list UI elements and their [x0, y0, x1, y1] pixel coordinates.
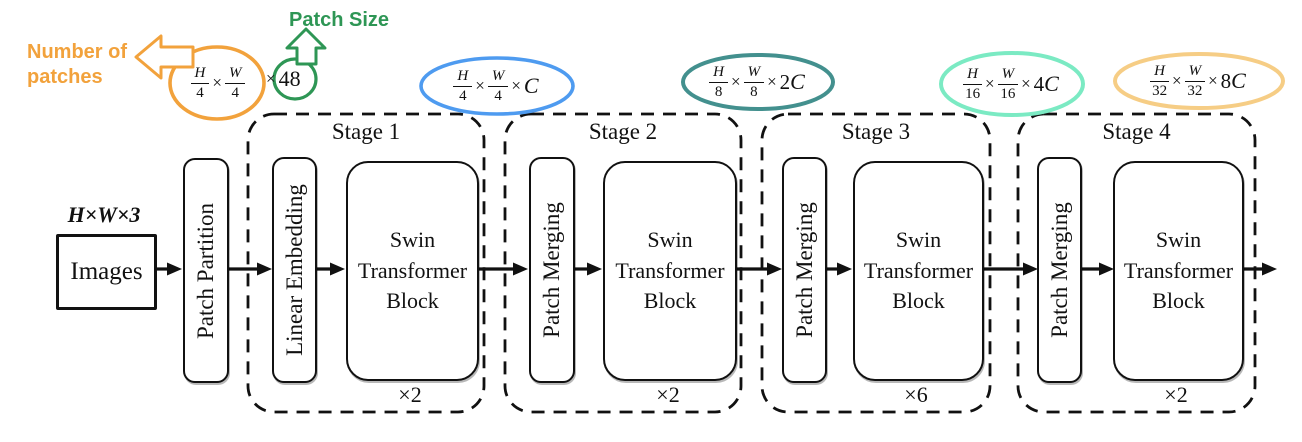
linear-embedding-label: Linear Embedding [281, 184, 307, 356]
number-of-patches-arrow-icon [134, 34, 195, 80]
swin-block-stage3: Swin Transformer Block [853, 161, 984, 381]
patch-token-ellipse-orange [168, 45, 266, 121]
stage-1-output-ellipse-blue [419, 56, 575, 116]
flow-arrow [314, 262, 345, 276]
stage-4-output-ellipse-yellow [1113, 52, 1285, 110]
linear-embedding-box: Linear Embedding [272, 157, 317, 383]
flow-arrow [226, 262, 272, 276]
patch-merging-stage3-label: Patch Merging [791, 202, 817, 338]
stage-3-outline [760, 112, 992, 414]
swin-block-stage4: Swin Transformer Block [1113, 161, 1244, 381]
repeat-label-stage4: ×2 [1164, 382, 1188, 407]
patch-merging-box-stage2: Patch Merging [529, 157, 575, 383]
repeat-label-stage1: ×2 [398, 382, 422, 407]
stage-1-outline [246, 112, 486, 414]
stage-1-title: Stage 1 [331, 119, 401, 144]
flow-arrow [1078, 262, 1114, 276]
stage-2-output-ellipse-teal [681, 53, 835, 111]
flow-arrow [981, 262, 1038, 276]
patch-size-circle-green [272, 57, 318, 101]
stage-2-title: Stage 2 [588, 119, 658, 144]
patch-size-value: × 48 [266, 66, 301, 91]
swin-block-stage1-label: Swin Transformer Block [357, 226, 468, 314]
patch-merging-box-stage3: Patch Merging [782, 157, 827, 383]
number-of-patches-line2: patches [27, 66, 103, 88]
flow-arrow [476, 262, 528, 276]
repeat-label-stage3: ×6 [904, 382, 928, 407]
patch-merging-stage2-label: Patch Merging [539, 202, 564, 338]
patch-partition-label: Patch Partition [193, 202, 219, 339]
patch-merging-box-stage4: Patch Merging [1037, 157, 1082, 383]
stage-3-title: Stage 3 [841, 119, 911, 144]
flow-arrow [734, 262, 782, 276]
number-of-patches-line1: Number of [27, 41, 127, 63]
swin-block-stage3-label: Swin Transformer Block [863, 226, 974, 314]
flow-arrow [1241, 262, 1277, 276]
stage-outlines [246, 112, 1257, 414]
patch-merging-stage4-label: Patch Merging [1046, 202, 1072, 338]
flow-arrow [824, 262, 852, 276]
stage-4-title: Stage 4 [1102, 119, 1171, 144]
patch-size-arrow-icon [285, 27, 327, 66]
flow-arrow [572, 262, 602, 276]
input-shape-label: H×W×3 [67, 202, 141, 227]
images-box-label: Images [70, 258, 143, 285]
stage-2-outline [503, 112, 743, 414]
flow-arrows [152, 262, 1277, 276]
repeat-label-stage2: ×2 [656, 382, 680, 407]
number-of-patches-label: Number of patches [27, 40, 127, 90]
swin-block-stage4-label: Swin Transformer Block [1123, 226, 1234, 314]
patch-size-label: Patch Size [289, 9, 390, 31]
images-box: Images [56, 234, 157, 310]
patch-partition-box: Patch Partition [183, 158, 229, 383]
swin-block-stage2-label: Swin Transformer Block [615, 226, 725, 314]
stage-3-output-ellipse-mint [939, 51, 1085, 117]
swin-block-stage1: Swin Transformer Block [346, 161, 479, 381]
swin-block-stage2: Swin Transformer Block [603, 161, 737, 381]
stage-4-outline [1016, 112, 1257, 414]
